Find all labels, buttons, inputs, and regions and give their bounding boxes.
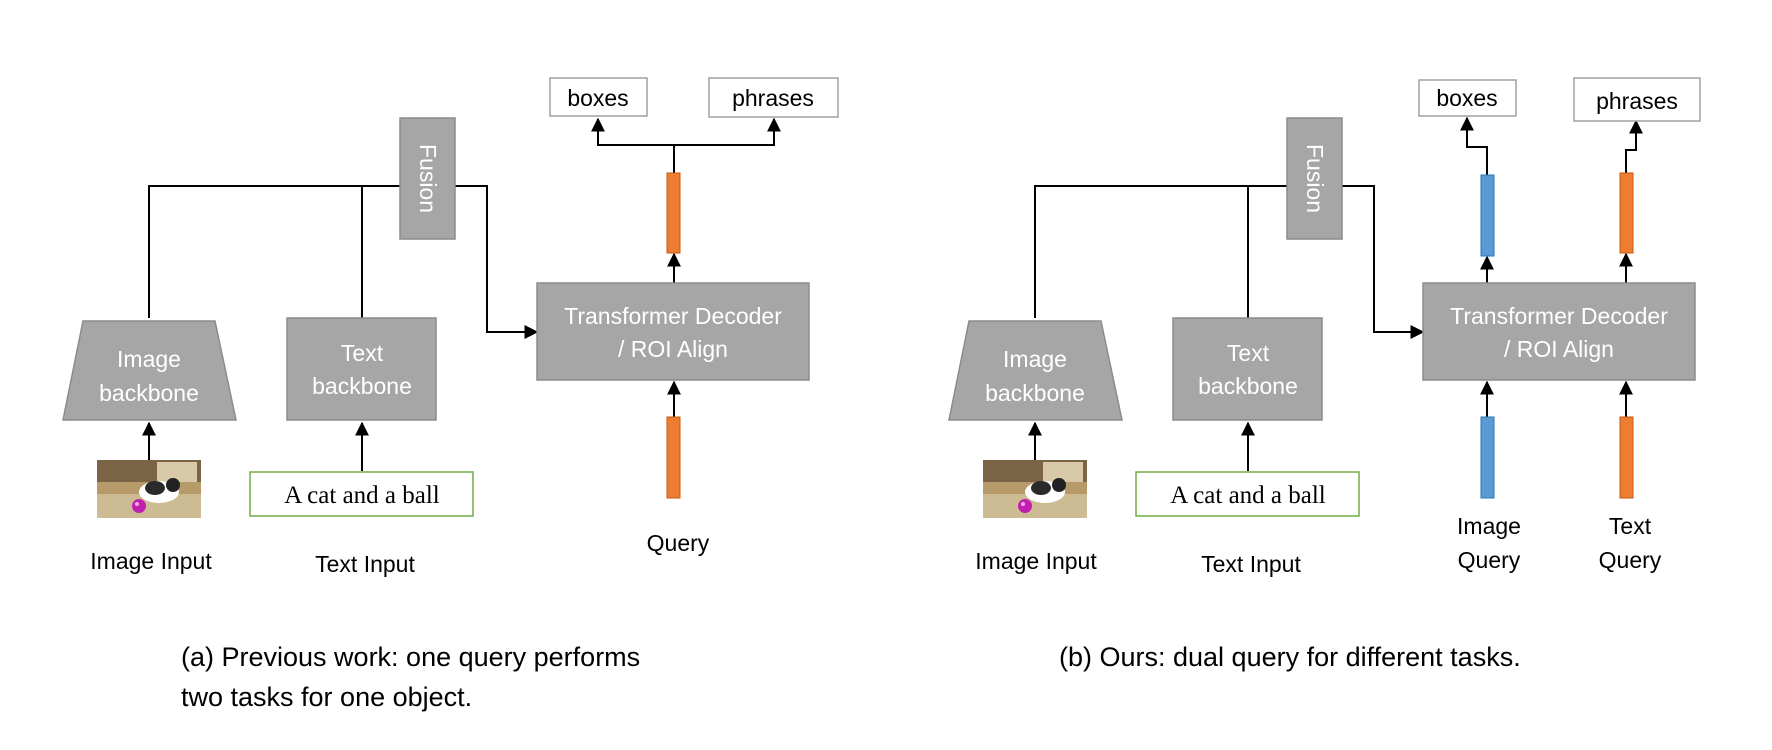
boxes-output-b: [1418, 79, 1517, 117]
boxes-output-b-label: boxes: [1436, 85, 1497, 111]
image-backbone-label-2: backbone: [99, 380, 199, 406]
text-backbone-label-1: Text: [341, 340, 384, 366]
phrases-output-b-label: phrases: [1596, 88, 1678, 114]
text-input-label: Text Input: [315, 551, 415, 577]
image-query-label-2: Query: [1458, 547, 1521, 573]
text-input-sample: A cat and a ball: [284, 482, 440, 509]
panel-b: Image backbone Text backbone Fusion Tran…: [948, 77, 1701, 672]
text-query-label-2: Query: [1599, 547, 1662, 573]
image-backbone-to-fusion-line-b: [1034, 185, 1287, 318]
boxes-output: [549, 77, 648, 117]
text-backbone-b: [1172, 317, 1323, 421]
caption-b: (b) Ours: dual query for different tasks…: [1059, 642, 1521, 672]
fusion-label: Fusion: [415, 144, 441, 213]
image-backbone-b-label-2: backbone: [985, 380, 1085, 406]
fusion-b-label: Fusion: [1302, 144, 1328, 213]
cat-image-thumbnail: [97, 460, 201, 518]
text-backbone-label-2: backbone: [312, 373, 412, 399]
to-phrases-arrow: [674, 117, 781, 146]
phrases-output-b: [1573, 77, 1701, 122]
image-query-label-1: Image: [1457, 513, 1521, 539]
text-backbone-b-label-1: Text: [1227, 340, 1270, 366]
text-input-query-bar: [1619, 416, 1634, 499]
text-output-query-bar: [1619, 172, 1634, 254]
cat-image-thumbnail-b: [983, 460, 1087, 518]
to-boxes-arrow: [591, 117, 675, 173]
output-query-bar: [666, 172, 681, 254]
input-query-bar: [666, 416, 681, 499]
text-backbone-b-label-2: backbone: [1198, 373, 1298, 399]
decoder-label-1: Transformer Decoder: [564, 303, 782, 329]
image-input-label: Image Input: [90, 548, 212, 574]
panel-a: Image backbone Text backbone Fusion Tran…: [62, 77, 839, 712]
transformer-decoder-b: [1422, 282, 1696, 381]
caption-a-line-1: (a) Previous work: one query performs: [181, 642, 640, 672]
to-phrases-arrow-b: [1625, 119, 1643, 173]
phrases-output-label: phrases: [732, 85, 814, 111]
fusion-box-b: [1286, 117, 1343, 240]
decoder-label-2: / ROI Align: [618, 336, 728, 362]
image-input-b-label: Image Input: [975, 548, 1097, 574]
image-backbone-b: [948, 320, 1123, 421]
fusion-box: [399, 117, 456, 240]
phrases-output: [708, 77, 839, 118]
decoder-b-label-2: / ROI Align: [1504, 336, 1614, 362]
text-input-box: [249, 471, 474, 517]
image-backbone-label-1: Image: [117, 346, 181, 372]
caption-a-line-2: two tasks for one object.: [181, 682, 472, 712]
text-input-b-sample: A cat and a ball: [1170, 482, 1326, 509]
decoder-b-label-1: Transformer Decoder: [1450, 303, 1668, 329]
text-input-b-label: Text Input: [1201, 551, 1301, 577]
to-boxes-arrow-b: [1460, 116, 1488, 175]
image-backbone: [62, 320, 237, 421]
text-query-label-1: Text: [1609, 513, 1652, 539]
image-input-query-bar: [1480, 416, 1495, 499]
image-output-query-bar: [1480, 174, 1495, 257]
query-label: Query: [647, 530, 710, 556]
text-backbone: [286, 317, 437, 421]
transformer-decoder: [536, 282, 810, 381]
text-input-box-b: [1135, 471, 1360, 517]
image-backbone-to-fusion-line: [148, 185, 400, 318]
boxes-output-label: boxes: [567, 85, 628, 111]
image-backbone-b-label-1: Image: [1003, 346, 1067, 372]
